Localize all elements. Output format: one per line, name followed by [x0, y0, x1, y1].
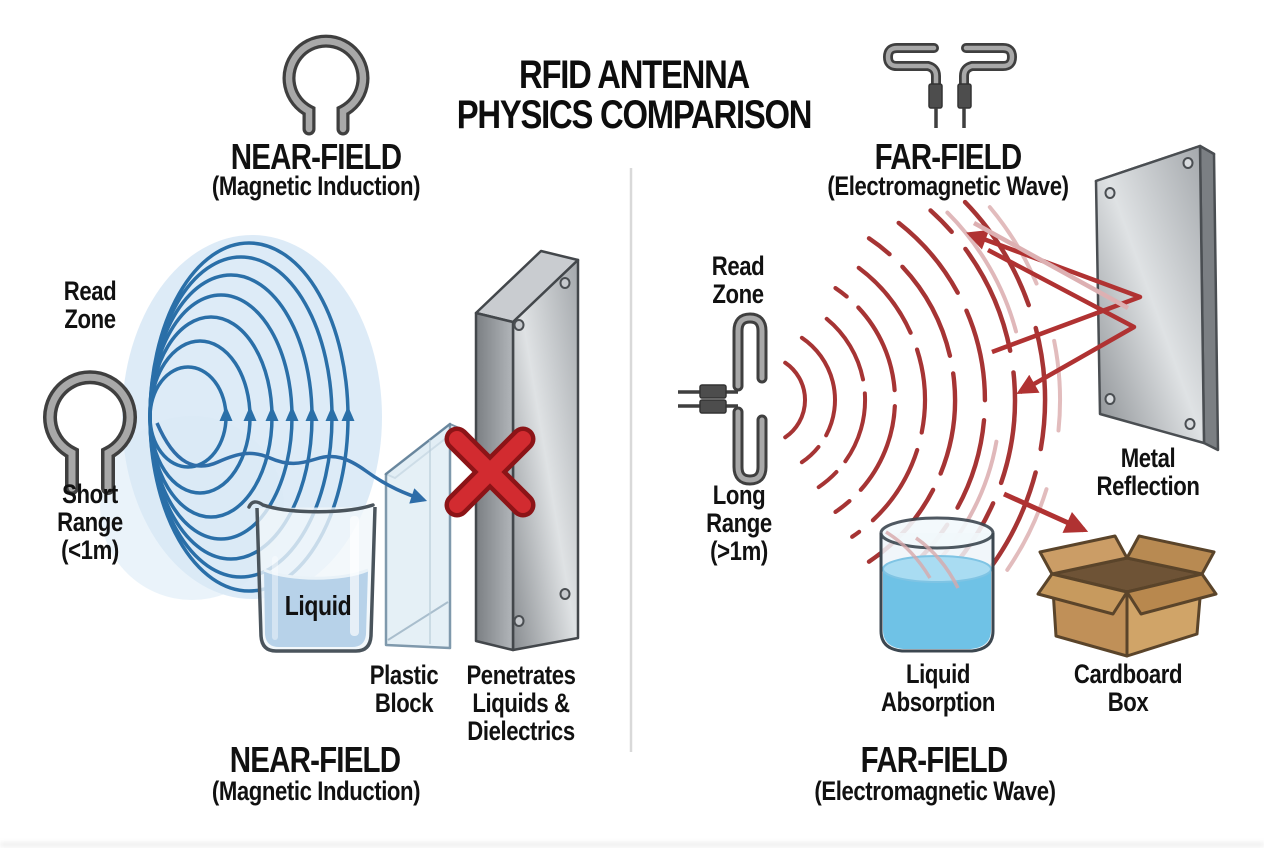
plastic-block	[384, 422, 461, 650]
cardboard-box-label: Cardboard Box	[1073, 659, 1183, 717]
label-line: Read	[63, 276, 117, 306]
near-range-label: Short Range (<1m)	[57, 480, 123, 564]
label-line: Zone	[712, 279, 764, 309]
blocked-x-icon	[444, 426, 536, 518]
label-line: Cardboard	[1073, 659, 1183, 689]
label-line: (<1m)	[61, 535, 119, 565]
label-line: Range	[57, 507, 123, 537]
far-field-subheading: (Electromagnetic Wave)	[827, 171, 1069, 201]
metal-plate-rivets	[1104, 157, 1196, 430]
plastic-block-label: Plastic Block	[370, 661, 439, 717]
label-line: Short	[62, 479, 118, 509]
cardboard-box	[1036, 534, 1218, 658]
metal-reflection-label: Metal Reflection	[1097, 444, 1200, 500]
read-zone-glow-lower	[100, 416, 284, 600]
loop-coil-antenna	[43, 370, 137, 495]
far-field-footer-subheading: (Electromagnetic Wave)	[814, 776, 1056, 806]
label-line: Liquids &	[472, 688, 570, 718]
label-line: Long	[712, 480, 766, 510]
page-title-line1: RFID ANTENNA	[518, 53, 750, 97]
field-direction-arrows	[219, 406, 355, 421]
label-line: Reflection	[1096, 471, 1200, 501]
far-range-label: Long Range (>1m)	[706, 481, 772, 565]
near-field-footer-heading: NEAR-FIELD	[229, 739, 401, 780]
label-line: (>1m)	[710, 536, 768, 566]
liquid-beaker	[247, 500, 377, 653]
dipole-antenna	[678, 312, 768, 486]
label-line: Range	[706, 508, 772, 538]
reflection-arrows	[966, 221, 1143, 395]
wave-over-glass	[885, 530, 960, 589]
label-line: Read	[711, 251, 765, 281]
dipole-antenna-icon	[882, 43, 1018, 128]
label-line: Block	[374, 688, 434, 718]
label-line: Dielectrics	[467, 716, 575, 746]
far-field-graphics	[678, 144, 1220, 658]
page-title-line2: PHYSICS COMPARISON	[456, 93, 813, 137]
near-field-footer-subheading: (Magnetic Induction)	[211, 776, 421, 806]
wave-into-box-arrow	[1002, 491, 1089, 533]
near-field-heading: NEAR-FIELD	[230, 136, 402, 177]
metal-slab	[474, 249, 580, 652]
label-line: Plastic	[369, 660, 439, 690]
label-line: Box	[1107, 687, 1149, 717]
beaker-liquid-label: Liquid	[284, 590, 352, 621]
near-field-graphics	[43, 235, 580, 653]
label-line: Penetrates	[466, 660, 576, 690]
metal-reflection-plate	[1094, 144, 1220, 452]
liquid-cylinder	[879, 516, 995, 653]
loop-coil-antenna-icon	[282, 34, 370, 136]
label-line: Absorption	[881, 687, 995, 717]
bottom-artifact	[0, 842, 1264, 847]
label-line: Zone	[64, 304, 116, 334]
far-field-heading: FAR-FIELD	[874, 136, 1023, 177]
label-line: Liquid	[906, 659, 970, 689]
near-field-subheading: (Magnetic Induction)	[211, 171, 421, 201]
penetrates-label: Penetrates Liquids & Dielectrics	[466, 660, 576, 746]
label-line: Metal	[1120, 443, 1176, 473]
far-field-footer-heading: FAR-FIELD	[860, 739, 1009, 780]
metal-slab-rivets	[513, 277, 571, 627]
far-read-zone-label: Read Zone	[712, 252, 765, 308]
liquid-absorption-label: Liquid Absorption	[881, 660, 995, 716]
near-read-zone-label: Read Zone	[64, 277, 117, 333]
penetration-arrow	[155, 422, 428, 504]
